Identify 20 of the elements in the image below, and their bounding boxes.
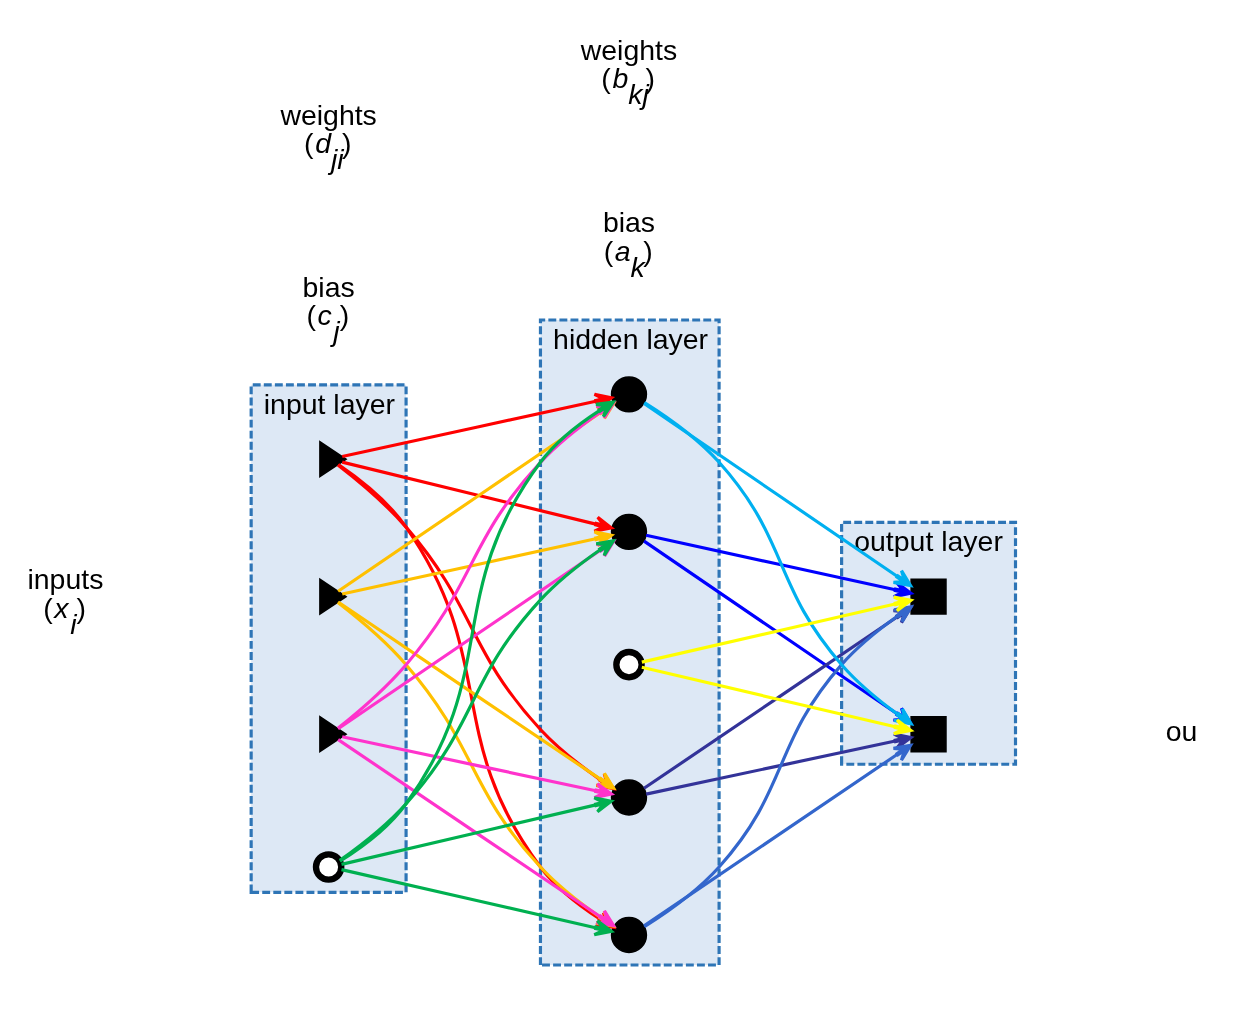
node-triangle [319,577,348,616]
label: ou [1165,715,1198,748]
cluster: input layer [249,383,408,894]
node-circle [312,851,345,883]
cluster: hidden layer [538,318,721,967]
arrow [643,743,913,928]
arrow [643,402,913,588]
node-triangle [319,715,348,754]
node-circle [610,376,648,413]
node-circle [610,916,648,954]
node-box [910,716,947,753]
node-triangle [319,440,348,478]
arrow [341,460,613,533]
arrow [341,796,613,866]
cluster: output layer [840,520,1018,766]
node-circle [610,779,648,816]
node-box [910,578,947,615]
node-circle [610,513,648,551]
arrow [337,539,616,731]
node-circle [613,648,645,681]
